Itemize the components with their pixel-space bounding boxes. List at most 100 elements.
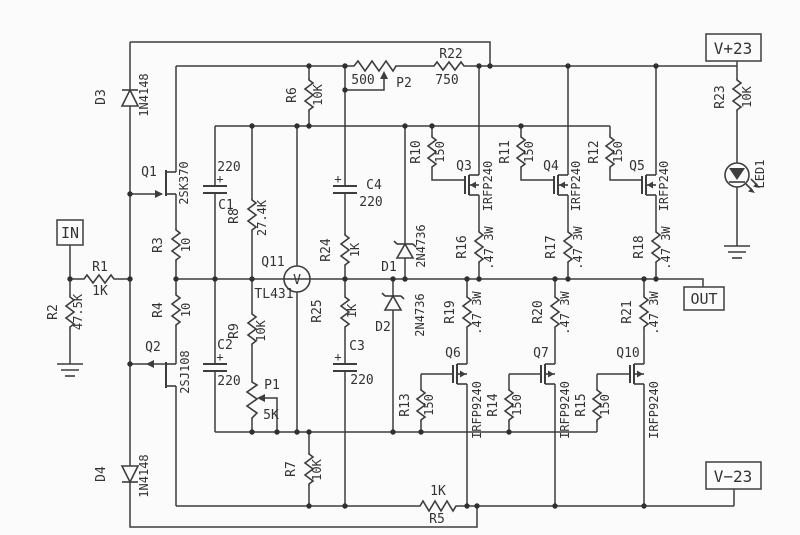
r12-ref-label: R12 (587, 140, 602, 163)
resistor-r1 (81, 274, 117, 284)
port-v-plus: V+23 (705, 33, 762, 62)
c3-ref-label: C3 (349, 339, 365, 354)
q10-part-label: IRFP9240 (647, 381, 661, 439)
c2-ref-label: C2 (217, 338, 233, 353)
diode-d3 (121, 89, 139, 107)
r12-value-label: 150 (611, 141, 625, 163)
r16-value-label: .47 3W (482, 226, 496, 270)
q1-part-label: 2SK370 (177, 161, 191, 204)
r20-value-label: .47 3W (558, 291, 572, 335)
mosfet-q5 (641, 174, 657, 196)
r14-ref-label: R14 (486, 393, 501, 417)
q3-part-label: IRFP240 (481, 161, 495, 212)
r6-value-label: 10K (311, 83, 325, 105)
q2-ref-label: Q2 (145, 340, 161, 355)
mosfet-q7 (540, 363, 556, 385)
d3-ref-label: D3 (94, 89, 109, 105)
q6-part-label: IRFP9240 (470, 381, 484, 439)
r3-value-label: 10 (179, 238, 193, 252)
r9-value-label: 10K (254, 319, 268, 341)
c1-ref-label: C1 (218, 198, 234, 213)
q5-part-label: IRFP240 (657, 161, 671, 212)
capacitor-c1 (202, 185, 228, 194)
d1-ref-label: D1 (381, 260, 397, 275)
r6-ref-label: R6 (285, 87, 300, 103)
r25-value-label: 1K (345, 303, 359, 318)
r1-value-label: 1K (92, 284, 108, 299)
c4-ref-label: C4 (366, 178, 382, 193)
led-led1 (724, 162, 760, 193)
r7-ref-label: R7 (284, 461, 299, 477)
r4-value-label: 10 (179, 303, 193, 317)
r4-ref-label: R4 (151, 302, 166, 318)
d2-part-label: 2N4736 (413, 293, 427, 336)
r24-value-label: 1K (348, 242, 362, 257)
labels-rotated: D3 1N4148 D4 1N4148 R2 47.5K R3 10 R4 10… (46, 73, 767, 497)
mosfet-q4 (553, 174, 569, 196)
r11-ref-label: R11 (498, 140, 513, 163)
d4-ref-label: D4 (94, 466, 109, 482)
r2-ref-label: R2 (46, 304, 61, 320)
r22-ref-label: R22 (439, 47, 462, 62)
r16-ref-label: R16 (455, 235, 470, 258)
r8-ref-label: R8 (227, 208, 242, 224)
capacitor-c3 (332, 363, 358, 372)
r23-value-label: 10K (740, 85, 754, 107)
r11-value-label: 150 (522, 141, 536, 163)
q4-ref-label: Q4 (543, 159, 559, 174)
ground-icon (723, 245, 751, 259)
q11-symbol-letter: V (293, 273, 301, 288)
r5-ref-label: R5 (429, 512, 445, 527)
port-out: OUT (683, 286, 725, 311)
r14-value-label: 150 (510, 394, 524, 416)
d4-part-label: 1N4148 (137, 454, 151, 497)
r10-ref-label: R10 (409, 140, 424, 163)
p1-value-label: 5K (263, 408, 279, 423)
port-out-label: OUT (690, 290, 717, 308)
r13-value-label: 150 (422, 394, 436, 416)
p2-value-label: 500 (351, 73, 374, 88)
d1-part-label: 2N4736 (414, 224, 428, 267)
resistor-r22 (431, 61, 467, 71)
r10-value-label: 150 (433, 141, 447, 163)
c4-value-label: 220 (359, 195, 382, 210)
q7-ref-label: Q7 (533, 346, 549, 361)
p1-ref-label: P1 (264, 378, 280, 393)
zener-d2 (381, 292, 405, 311)
r19-value-label: .47 3W (470, 291, 484, 335)
zener-d1 (393, 240, 417, 259)
ground-icon (56, 363, 84, 377)
r20-ref-label: R20 (531, 300, 546, 323)
c2-polarity-mark: + (216, 350, 223, 364)
c1-polarity-mark: + (216, 172, 223, 186)
r9-ref-label: R9 (227, 323, 242, 339)
r2-value-label: 47.5K (71, 293, 85, 330)
r18-value-label: .47 3W (659, 226, 673, 270)
q11-part-label: TL431 (254, 287, 293, 302)
mosfet-q6 (452, 363, 468, 385)
q6-ref-label: Q6 (445, 346, 461, 361)
r19-ref-label: R19 (443, 300, 458, 323)
d3-part-label: 1N4148 (137, 73, 151, 116)
r7-value-label: 10K (310, 458, 324, 480)
c1-value-label: 220 (217, 160, 240, 175)
potentiometer-p2 (351, 60, 399, 79)
q2-part-label: 2SJ108 (178, 350, 192, 393)
d2-ref-label: D2 (375, 320, 391, 335)
r23-ref-label: R23 (713, 85, 728, 108)
potentiometer-p1 (246, 379, 265, 421)
capacitor-c4 (332, 185, 358, 194)
jfet-q2 (146, 360, 176, 388)
r18-ref-label: R18 (632, 235, 647, 258)
r1-ref-label: R1 (92, 260, 108, 275)
q11-ref-label: Q11 (261, 255, 284, 270)
port-v-minus-label: V−23 (714, 467, 753, 486)
capacitor-c2 (202, 363, 228, 372)
jfet-q1 (155, 170, 176, 198)
r24-ref-label: R24 (319, 238, 334, 262)
diode-d4 (121, 465, 139, 483)
port-v-plus-label: V+23 (714, 39, 753, 58)
c3-polarity-mark: + (334, 350, 341, 364)
mosfet-q10 (629, 363, 645, 385)
